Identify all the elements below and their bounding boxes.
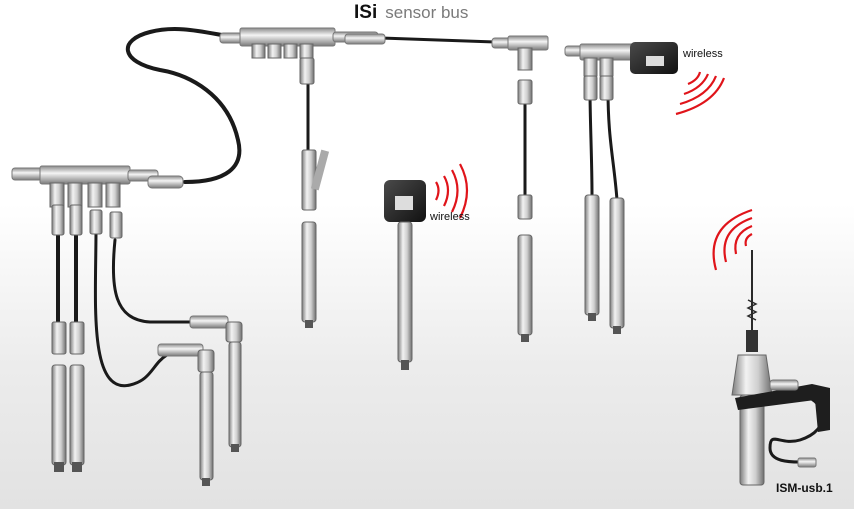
right-sensor-2 xyxy=(583,75,600,321)
bus-cable-mid xyxy=(378,36,497,44)
wireless-label-mid: wireless xyxy=(430,211,470,223)
title-isi: ISi xyxy=(354,2,378,23)
ism-usb-device xyxy=(731,250,830,486)
wireless-sensor-mid xyxy=(384,180,426,370)
right-sensor-1 xyxy=(517,79,533,342)
right-sensor-3 xyxy=(599,75,625,334)
cable-right-2 xyxy=(588,88,594,197)
cable-left-4 xyxy=(111,238,197,324)
loop-cable xyxy=(126,27,242,184)
title-sensor-bus: sensor bus xyxy=(385,3,469,22)
wireless-arcs-device xyxy=(712,208,753,271)
device-label: ISM-usb.1 xyxy=(776,481,833,495)
sensor-with-clip xyxy=(299,57,330,328)
wireless-label-top: wireless xyxy=(683,48,723,60)
bus-cables xyxy=(56,27,825,464)
inline-connector xyxy=(344,33,386,45)
wireless-hub-top xyxy=(564,42,678,77)
wireless-arcs-mid xyxy=(435,163,469,219)
elbow-sensor-1 xyxy=(189,315,243,452)
left-distributor-hub xyxy=(11,165,184,208)
elbow-sensor-2 xyxy=(157,343,215,486)
diagram-title: ISi sensor bus xyxy=(354,2,468,24)
left-sensor-group xyxy=(51,204,123,472)
tee-connector-right xyxy=(491,35,549,71)
cable-right-3 xyxy=(606,88,619,202)
wireless-arcs-top xyxy=(675,71,726,116)
cable-left-3 xyxy=(93,228,192,388)
